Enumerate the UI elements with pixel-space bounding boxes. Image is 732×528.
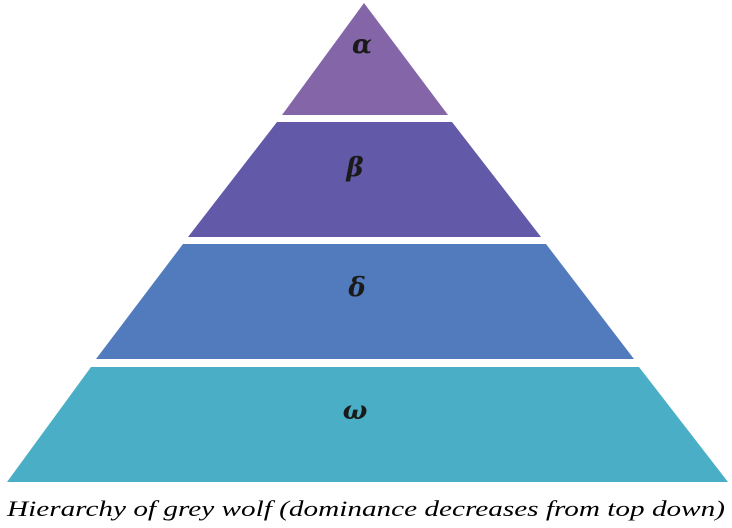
tier-omega-label: ω — [343, 396, 368, 426]
tier-omega-shape — [7, 367, 728, 482]
tier-alpha-shape — [282, 3, 448, 115]
tier-delta-label: δ — [347, 273, 365, 303]
tier-alpha-label: α — [352, 30, 372, 60]
tier-delta-shape — [96, 244, 634, 359]
tier-beta-shape — [188, 122, 541, 237]
diagram-caption: Hierarchy of grey wolf (dominance decrea… — [6, 496, 725, 521]
tier-beta-label: β — [345, 153, 363, 183]
